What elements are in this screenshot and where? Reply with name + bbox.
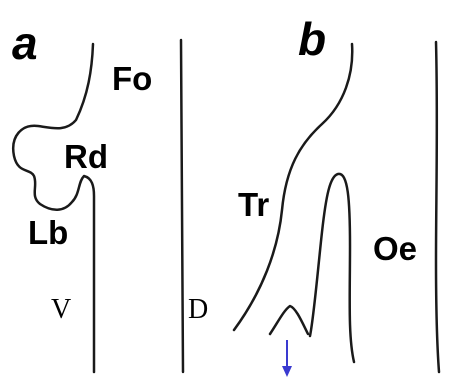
tracheoesophageal-septum bbox=[310, 174, 354, 362]
trachea-label: Tr bbox=[238, 188, 269, 221]
ventral-label: V bbox=[51, 296, 71, 324]
oesophagus-label: Oe bbox=[373, 232, 417, 265]
dorsal-foregut-wall bbox=[181, 40, 183, 372]
oesophagus-dorsal-wall bbox=[436, 42, 439, 372]
bronchial-bifurcation bbox=[270, 306, 308, 334]
lung-bud-label: Lb bbox=[28, 216, 68, 249]
dorsal-label: D bbox=[188, 296, 208, 324]
foregut-label: Fo bbox=[112, 62, 152, 95]
panel-a-label: a bbox=[12, 20, 38, 66]
panel-b-label: b bbox=[298, 16, 326, 62]
respiratory-diverticulum-label: Rd bbox=[64, 140, 108, 173]
arrow-down-icon bbox=[282, 340, 292, 377]
